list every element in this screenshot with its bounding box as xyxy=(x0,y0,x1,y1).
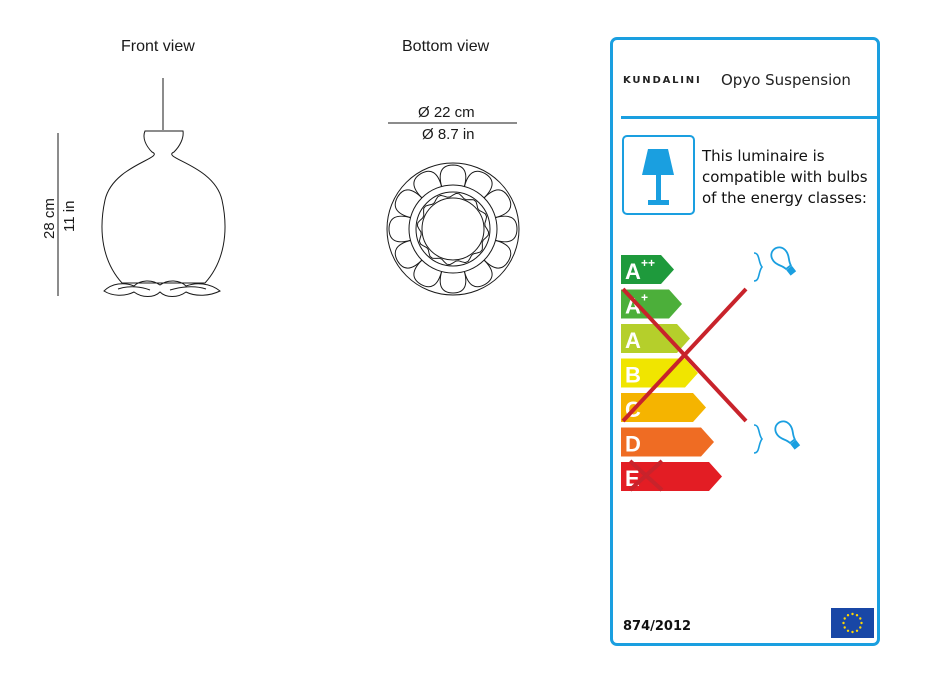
energy-class-arrow: A xyxy=(621,324,690,353)
technical-drawings: 28 cm 11 in Ø 22 cm Ø 8.7 in xyxy=(41,78,520,297)
petal xyxy=(463,259,493,288)
petal xyxy=(463,170,493,199)
petal xyxy=(483,189,512,219)
petal xyxy=(495,215,518,243)
bracket-top xyxy=(753,252,764,282)
petal xyxy=(483,239,512,269)
petal xyxy=(439,271,467,294)
eu-flag-icon xyxy=(831,608,874,638)
petal xyxy=(439,164,467,187)
bracket-bottom xyxy=(753,424,764,454)
energy-class-arrow: B xyxy=(621,358,698,388)
energy-class-arrow: D xyxy=(621,427,714,457)
front-view-drawing xyxy=(57,78,226,297)
diameter-in-label: Ø 8.7 in xyxy=(422,126,475,143)
divider xyxy=(621,116,877,119)
petal xyxy=(394,239,423,269)
energy-class-superscript: ++ xyxy=(641,256,655,270)
energy-class-letter: A xyxy=(625,328,641,353)
energy-class-letter: A xyxy=(625,259,641,284)
height-cm-label: 28 cm xyxy=(41,198,58,239)
energy-class-letter: D xyxy=(625,432,641,457)
product-name: Opyo Suspension xyxy=(721,71,851,89)
brand-name: KUNDALINI xyxy=(623,75,702,86)
table-lamp-icon xyxy=(642,149,674,205)
front-view-title: Front view xyxy=(121,38,195,55)
lamp-petals-outline xyxy=(103,280,221,297)
petal xyxy=(394,189,423,219)
petal xyxy=(413,170,443,199)
bulb-icon xyxy=(774,420,801,450)
height-in-label: 11 in xyxy=(61,201,78,232)
excluded-classes-cross xyxy=(621,287,748,423)
compat-line: This luminaire is xyxy=(702,147,825,165)
inner-ring xyxy=(416,192,490,266)
energy-class-arrow: A++ xyxy=(621,255,674,284)
compat-line: of the energy classes: xyxy=(702,189,867,207)
diameter-cm-label: Ø 22 cm xyxy=(418,104,475,121)
regulation-number: 874/2012 xyxy=(623,619,692,634)
luminaire-icon-box xyxy=(622,135,695,215)
petal xyxy=(413,259,443,288)
bulb-icon xyxy=(770,246,797,276)
excluded-class-e-cross xyxy=(628,459,664,492)
bottom-view-drawing xyxy=(386,162,520,296)
energy-class-arrow: A+ xyxy=(621,289,682,319)
energy-label-card: KUNDALINI Opyo Suspension This luminaire… xyxy=(610,37,880,646)
energy-class-letter: B xyxy=(625,363,641,388)
petal xyxy=(388,215,411,243)
petal-detail xyxy=(117,286,207,291)
lamp-body-outline xyxy=(101,130,226,284)
compat-line: compatible with bulbs xyxy=(702,168,868,186)
compatibility-text: This luminaire is compatible with bulbs … xyxy=(702,146,868,209)
energy-class-letter: A xyxy=(625,294,641,319)
bottom-view-title: Bottom view xyxy=(402,38,490,55)
energy-class-superscript: + xyxy=(641,291,648,305)
